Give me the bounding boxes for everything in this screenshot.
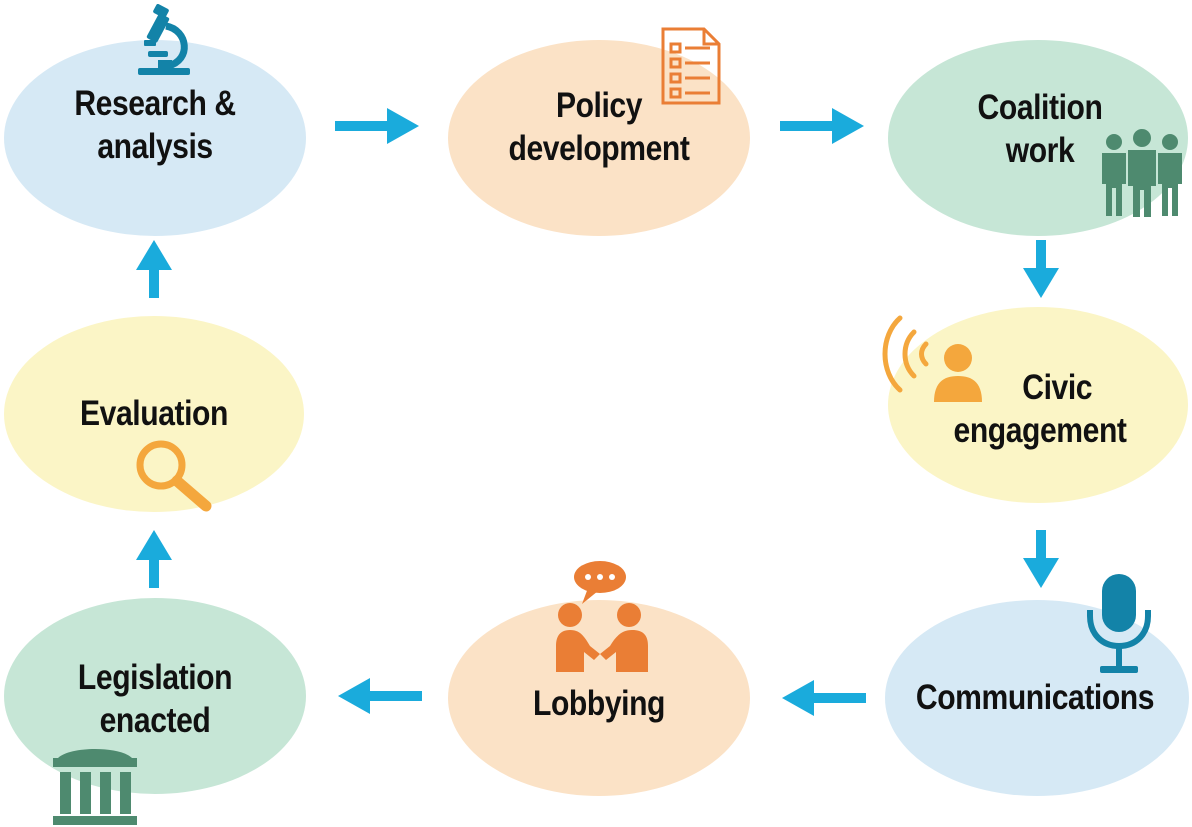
node-communications: [885, 600, 1189, 796]
label-line: engagement: [953, 411, 1127, 450]
node-civic-engagement: [888, 307, 1188, 503]
node-policy-development: [448, 40, 750, 236]
node-evaluation: [4, 316, 304, 512]
label-research-analysis: Research & analysis: [25, 82, 285, 168]
group-of-people-icon: [1102, 129, 1182, 217]
microscope-icon: [138, 4, 190, 75]
label-line: Policy: [555, 86, 643, 125]
label-line: Research &: [74, 84, 236, 123]
node-lobbying: [448, 600, 750, 796]
label-line: Evaluation: [80, 394, 228, 433]
microphone-icon: [1087, 574, 1151, 673]
label-line: Legislation: [77, 658, 233, 697]
arrow-left-icon: [782, 680, 866, 716]
label-lobbying: Lobbying: [469, 682, 729, 725]
label-line: Lobbying: [533, 684, 665, 723]
label-civic-engagement: Civic engagement: [945, 366, 1134, 452]
label-policy-development: Policy development: [469, 84, 729, 170]
arrow-right-icon: [780, 108, 864, 144]
arrow-left-icon: [338, 678, 422, 714]
label-line: development: [508, 129, 690, 168]
label-line: Coalition: [977, 88, 1103, 127]
label-communications: Communications: [906, 676, 1164, 719]
arrow-right-icon: [335, 108, 419, 144]
magnifying-glass-icon: [136, 440, 212, 512]
label-coalition-work: Coalition work: [945, 86, 1134, 172]
checklist-document-icon: [661, 27, 721, 105]
person-broadcasting-icon: [882, 315, 982, 402]
arrow-up-icon: [136, 530, 172, 588]
label-legislation-enacted: Legislation enacted: [25, 656, 285, 742]
arrow-down-icon: [1023, 530, 1059, 588]
label-line: enacted: [99, 701, 211, 740]
label-line: analysis: [97, 127, 213, 166]
label-line: work: [1005, 131, 1075, 170]
arrow-up-icon: [136, 240, 172, 298]
government-building-icon: [53, 749, 137, 825]
label-evaluation: Evaluation: [25, 392, 283, 435]
arrow-down-icon: [1023, 240, 1059, 298]
label-line: Civic: [1022, 368, 1093, 407]
people-talking-handshake-icon: [556, 561, 648, 672]
label-line: Communications: [915, 678, 1155, 717]
